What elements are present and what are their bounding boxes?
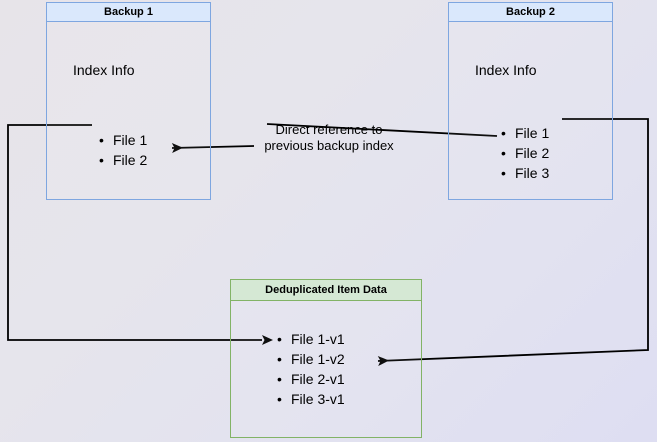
list-item: File 2-v1 (275, 369, 345, 389)
backup-1-file-list: File 1 File 2 (97, 130, 147, 170)
list-item: File 1 (499, 123, 549, 143)
list-item: File 3 (499, 163, 549, 183)
list-item: File 1 (97, 130, 147, 150)
list-item: File 1-v2 (275, 349, 345, 369)
node-backup-1-body: Index Info File 1 File 2 (46, 22, 211, 200)
node-deduplicated-item-data-body: File 1-v1 File 1-v2 File 2-v1 File 3-v1 (230, 301, 422, 438)
backup-1-index-info-label: Index Info (73, 62, 135, 78)
node-backup-2-body: Index Info File 1 File 2 File 3 (448, 22, 613, 200)
node-deduplicated-item-data-header: Deduplicated Item Data (230, 279, 422, 301)
node-backup-1-header: Backup 1 (46, 2, 211, 22)
list-item: File 2 (499, 143, 549, 163)
node-backup-2-header: Backup 2 (448, 2, 613, 22)
node-backup-2[interactable]: Backup 2 Index Info File 1 File 2 File 3 (448, 2, 613, 200)
node-deduplicated-item-data[interactable]: Deduplicated Item Data File 1-v1 File 1-… (230, 279, 422, 438)
backup-2-file-list: File 1 File 2 File 3 (499, 123, 549, 183)
backup-2-index-info-label: Index Info (475, 62, 537, 78)
list-item: File 3-v1 (275, 389, 345, 409)
node-backup-1[interactable]: Backup 1 Index Info File 1 File 2 (46, 2, 211, 200)
edge-label-direct-reference: Direct reference to previous backup inde… (264, 122, 394, 153)
list-item: File 1-v1 (275, 329, 345, 349)
deduplicated-file-list: File 1-v1 File 1-v2 File 2-v1 File 3-v1 (275, 329, 345, 409)
list-item: File 2 (97, 150, 147, 170)
